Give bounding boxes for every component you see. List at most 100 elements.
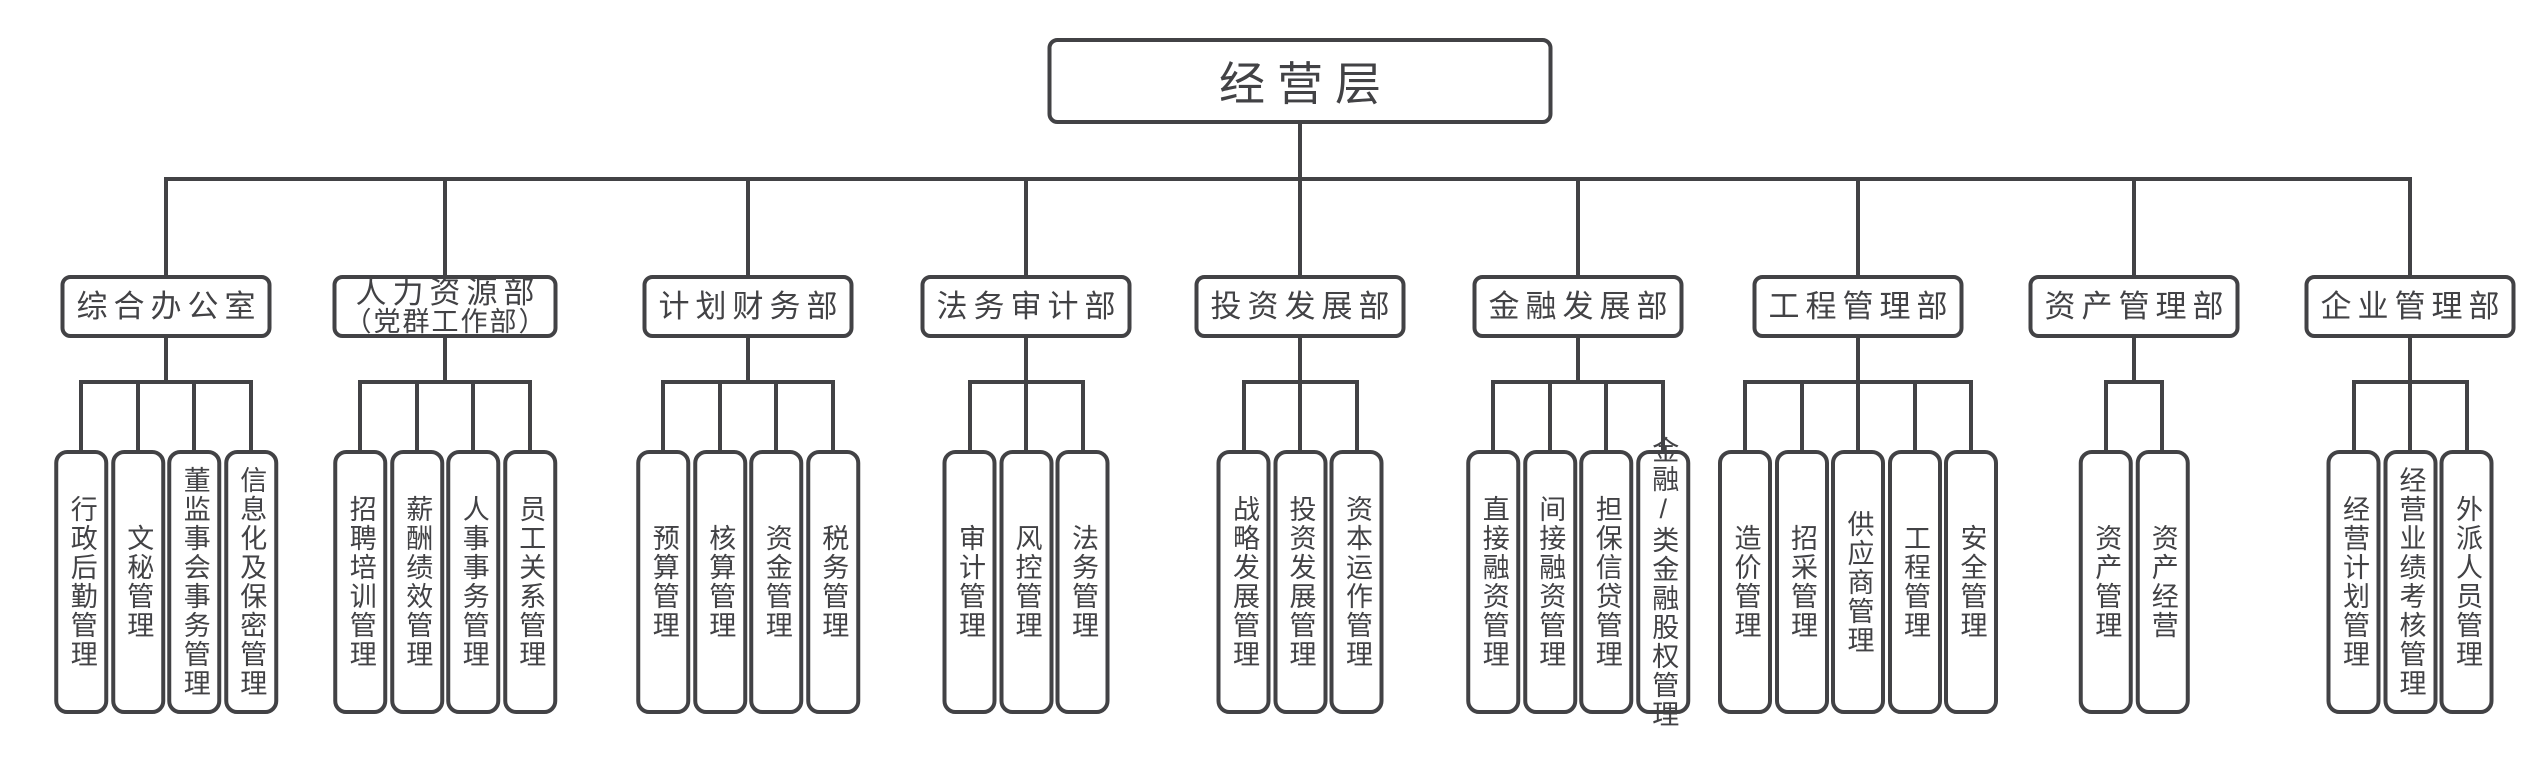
function-node: 金融/类金融股权管理 — [1635, 436, 1690, 729]
function-label: 法务管理 — [1068, 524, 1098, 640]
function-label: 资产管理 — [2091, 524, 2122, 640]
connector-line — [2160, 382, 2165, 450]
function-node: 资本运作管理 — [1329, 450, 1384, 714]
connector-line — [414, 382, 419, 450]
function-row: 战略发展管理 投资发展管理 资本运作管理 — [1216, 450, 1384, 714]
function-node: 预算管理 — [636, 450, 691, 714]
connector-line — [1604, 382, 1609, 450]
department-label: 人力资源部 — [355, 274, 541, 310]
function-label: 行政后勤管理 — [66, 495, 97, 669]
function-node: 招聘培训管理 — [333, 450, 388, 714]
department-node: 人力资源部 （党群工作部） — [332, 274, 558, 338]
connector-line — [2408, 382, 2412, 450]
function-node: 董监事会事务管理 — [167, 450, 222, 714]
function-node: 经营业绩考核管理 — [2383, 450, 2437, 714]
function-node: 直接融资管理 — [1466, 450, 1521, 714]
function-node: 行政后勤管理 — [54, 450, 109, 714]
function-node: 供应商管理 — [1831, 450, 1885, 714]
connector-line — [192, 382, 197, 450]
connector-line — [2351, 382, 2356, 450]
connector-line — [1080, 382, 1085, 450]
connector-line — [1298, 179, 1302, 275]
connector-line — [1969, 382, 1973, 450]
connector-line — [1576, 336, 1580, 382]
connector-line — [164, 177, 2412, 181]
function-label: 董监事会事务管理 — [179, 466, 210, 698]
function-row: 审计管理 风控管理 法务管理 — [942, 450, 1110, 714]
function-node: 外派人员管理 — [2439, 450, 2494, 714]
connector-line — [1856, 179, 1860, 275]
connector-line — [2132, 336, 2136, 382]
connector-line — [1024, 382, 1028, 450]
function-node: 造价管理 — [1718, 450, 1772, 714]
function-node: 担保信贷管理 — [1579, 450, 1634, 714]
connector-line — [135, 382, 140, 450]
connector-line — [830, 382, 835, 450]
connector-line — [717, 382, 722, 450]
connector-line — [1024, 336, 1028, 382]
connector-line — [1743, 382, 1747, 450]
department-label: 综合办公室 — [76, 288, 262, 324]
department-node: 计划财务部 — [642, 275, 854, 338]
department-node: 工程管理部 — [1752, 275, 1964, 338]
function-node: 信息化及保密管理 — [223, 450, 278, 714]
function-node: 核算管理 — [692, 450, 747, 714]
function-node: 战略发展管理 — [1216, 450, 1271, 714]
function-row: 招聘培训管理 薪酬绩效管理 人事事务管理 员工关系管理 — [333, 450, 557, 714]
function-label: 招聘培训管理 — [345, 495, 376, 669]
connector-line — [967, 382, 972, 450]
connector-line — [1799, 382, 1804, 450]
connector-line — [1856, 382, 1860, 450]
function-label: 供应商管理 — [1843, 509, 1874, 655]
department-node: 法务审计部 — [920, 275, 1132, 338]
department-node: 资产管理部 — [2028, 275, 2240, 338]
connector-line — [2132, 179, 2136, 275]
connector-line — [2103, 380, 2165, 384]
function-row: 预算管理 核算管理 资金管理 税务管理 — [636, 450, 860, 714]
connector-line — [1298, 336, 1302, 382]
connector-line — [2464, 382, 2469, 450]
function-label: 担保信贷管理 — [1591, 495, 1622, 669]
connector-line — [1547, 382, 1552, 450]
connector-line — [443, 179, 447, 275]
connector-line — [2408, 336, 2412, 382]
function-node: 投资发展管理 — [1273, 450, 1327, 714]
function-label: 工程管理 — [1900, 524, 1930, 640]
function-label: 间接融资管理 — [1535, 495, 1566, 669]
department-label: 计划财务部 — [658, 288, 844, 324]
function-label: 风控管理 — [1011, 524, 1042, 640]
function-node: 资产经营 — [2135, 450, 2190, 714]
connector-line — [746, 179, 750, 275]
connector-line — [746, 336, 750, 382]
root-node: 经营层 — [1047, 38, 1553, 124]
connector-line — [1912, 382, 1917, 450]
department-node: 金融发展部 — [1472, 275, 1684, 338]
function-node: 人事事务管理 — [446, 450, 501, 714]
function-label: 预算管理 — [648, 524, 679, 640]
connector-line — [79, 380, 253, 384]
function-label: 资金管理 — [761, 524, 792, 640]
connector-line — [661, 380, 835, 384]
department-label: 工程管理部 — [1768, 288, 1954, 324]
function-label: 资产经营 — [2147, 524, 2178, 640]
connector-line — [2408, 179, 2412, 275]
connector-line — [164, 336, 168, 382]
function-node: 文秘管理 — [110, 450, 165, 714]
function-row: 经营计划管理 经营业绩考核管理 外派人员管理 — [2326, 450, 2494, 714]
connector-line — [2103, 382, 2108, 450]
connector-line — [527, 382, 532, 450]
department-label: 资产管理部 — [2044, 288, 2230, 324]
connector-line — [358, 380, 532, 384]
connector-line — [358, 382, 363, 450]
department-sublabel: （党群工作部） — [344, 306, 548, 337]
connector-line — [1241, 382, 1246, 450]
function-node: 工程管理 — [1887, 450, 1942, 714]
function-label: 员工关系管理 — [515, 495, 546, 669]
department-node: 投资发展部 — [1194, 275, 1406, 338]
function-label: 直接融资管理 — [1478, 495, 1509, 669]
connector-line — [1856, 336, 1860, 382]
connector-line — [661, 382, 666, 450]
function-node: 法务管理 — [1055, 450, 1110, 714]
function-node: 安全管理 — [1944, 450, 1998, 714]
